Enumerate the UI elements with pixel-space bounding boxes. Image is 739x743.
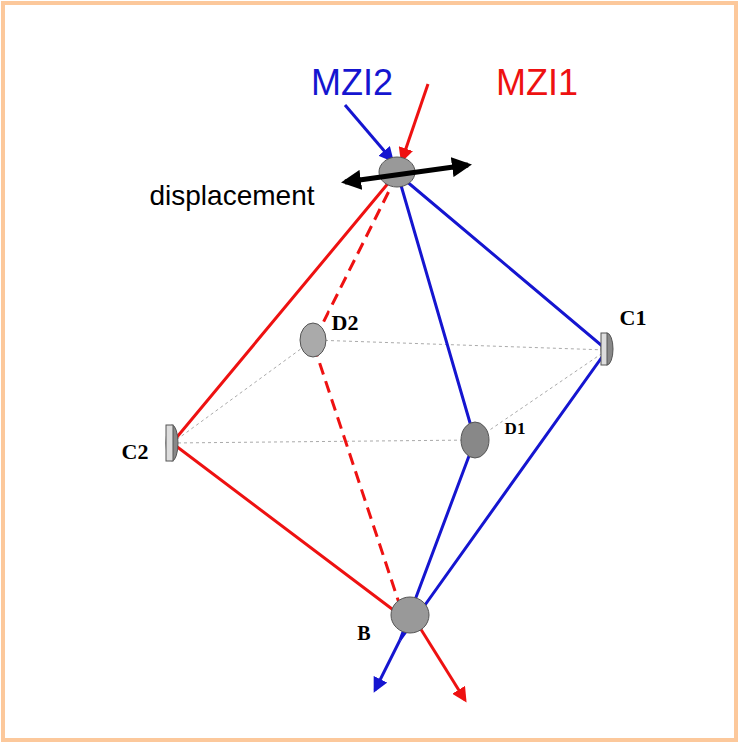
beam-label: MZI2 <box>309 63 395 103</box>
mirror-label: C2 <box>120 440 151 464</box>
mirror-label: D1 <box>503 420 528 439</box>
mirror-label: B <box>355 622 372 644</box>
mirror-label: D2 <box>330 311 361 335</box>
motion-label: displacement <box>148 181 317 212</box>
beam-label: MZI1 <box>494 63 580 103</box>
mzi1-beam <box>172 84 465 700</box>
frame <box>3 3 736 740</box>
displacement-arrow <box>345 165 468 182</box>
mzi2-beam <box>345 105 607 690</box>
construction-lines <box>172 340 607 443</box>
mirrors <box>166 157 613 633</box>
mirror-label: C1 <box>618 306 649 330</box>
